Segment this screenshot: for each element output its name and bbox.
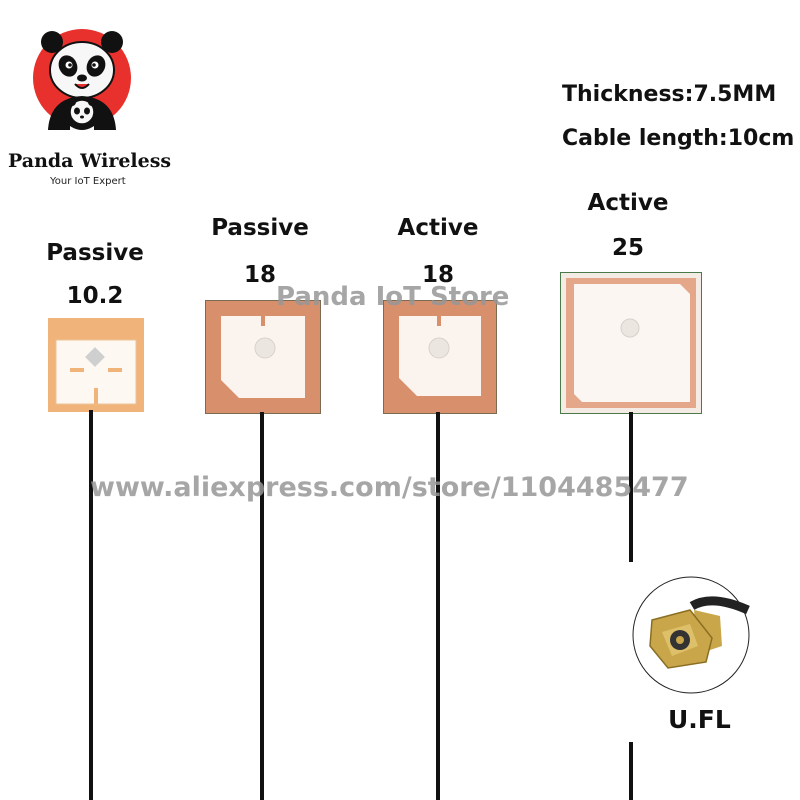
antenna-1-size: 10.2 (66, 283, 124, 309)
ufl-connector-image (632, 576, 750, 694)
antenna-1-type: Passive (46, 240, 144, 266)
antenna-3-type: Active (397, 215, 479, 241)
antenna-1-patch (48, 318, 144, 412)
antenna-2-type: Passive (211, 215, 309, 241)
antenna-4-size: 25 (611, 235, 644, 261)
spec-cable-length: Cable length:10cm (562, 126, 795, 151)
brand-name: Panda Wireless (8, 150, 172, 172)
antenna-1-cable (89, 410, 93, 800)
antenna-4-cable-upper (629, 412, 633, 562)
antenna-4-patch (560, 272, 702, 414)
ufl-label: U.FL (668, 705, 731, 734)
antenna-2-size: 18 (243, 262, 276, 288)
panda-logo (30, 22, 134, 134)
antenna-4-cable-lower (629, 742, 633, 800)
antenna-4-type: Active (587, 190, 669, 216)
store-url-watermark: www.aliexpress.com/store/1104485477 (90, 472, 689, 503)
antenna-3-size: 18 (421, 262, 454, 288)
antenna-2-patch (205, 300, 321, 414)
antenna-3-cable (436, 412, 440, 800)
antenna-2-cable (260, 412, 264, 800)
store-name-watermark: Panda IoT Store (276, 282, 510, 312)
antenna-3-patch (383, 300, 497, 414)
spec-thickness: Thickness:7.5MM (562, 82, 777, 107)
brand-tagline: Your IoT Expert (50, 176, 126, 187)
